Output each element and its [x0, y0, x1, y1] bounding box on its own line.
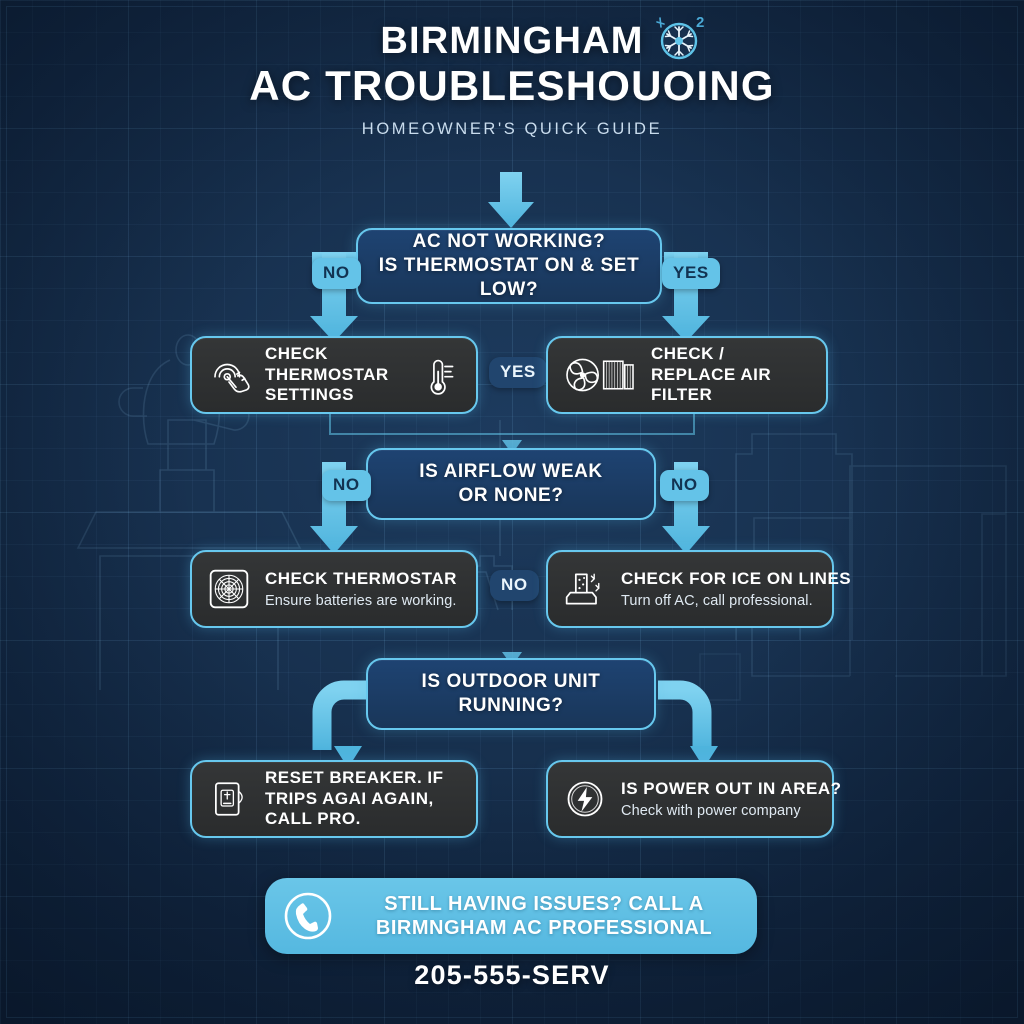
- cta-call-professional[interactable]: STILL HAVING ISSUES? CALL A BIRMNGHAM AC…: [265, 878, 757, 954]
- cta-text: STILL HAVING ISSUES? CALL A BIRMNGHAM AC…: [349, 892, 739, 941]
- action-power-out-in-area[interactable]: IS POWER OUT IN AREA? Check with power c…: [546, 760, 841, 838]
- cta-line-2: BIRMNGHAM AC PROFESSIONAL: [375, 917, 713, 939]
- hand-tap-dial-icon: [206, 352, 252, 398]
- frozen-pipe-icon: [562, 566, 608, 612]
- thermometer-icon: [416, 352, 462, 398]
- branch-label-d2-no-right: NO: [660, 470, 709, 501]
- action-check-thermostat-batteries[interactable]: CHECK THERMOSTAR Ensure batteries are wo…: [190, 550, 478, 628]
- mid-label-yes: YES: [489, 357, 547, 388]
- action-check-thermostat-settings[interactable]: CHECK THERMOSTAR SETTINGS: [190, 336, 478, 414]
- vent-grille-icon: [206, 566, 252, 612]
- action-4-subtitle: Turn off AC, call professional.: [621, 592, 813, 609]
- mid-label-no: NO: [490, 570, 539, 601]
- action-check-replace-air-filter[interactable]: CHECK / REPLACE AIR FILTER: [546, 336, 828, 414]
- action-check-ice-on-lines[interactable]: CHECK FOR ICE ON LINES Turn off AC, call…: [546, 550, 851, 628]
- decision-outdoor-unit-running[interactable]: IS OUTDOOR UNIT RUNNING?: [366, 658, 656, 730]
- title-line-1-text: BIRMINGHAM: [380, 20, 644, 62]
- decision-1-line-1: AC NOT WORKING?: [412, 231, 606, 253]
- phone-circle-icon: [284, 892, 332, 940]
- breaker-panel-icon: [206, 776, 252, 822]
- snowflake-in-circle-icon: 2: [655, 14, 704, 60]
- branch-label-d1-yes: YES: [662, 258, 720, 289]
- decision-3-line-1: IS OUTDOOR UNIT: [421, 671, 601, 693]
- phone-number: 205-555-SERV: [414, 960, 610, 990]
- header: BIRMINGHAM: [0, 14, 1024, 139]
- header-subtitle: HOMEOWNER'S QUICK GUIDE: [361, 119, 663, 138]
- fan-and-filter-icon: [562, 352, 638, 398]
- action-6-title: IS POWER OUT IN AREA?: [621, 779, 842, 799]
- title-line-1: BIRMINGHAM: [380, 14, 703, 62]
- branch-label-d2-no-left: NO: [322, 470, 371, 501]
- decision-3-line-2: RUNNING?: [458, 695, 564, 716]
- action-4-title: CHECK FOR ICE ON LINES: [621, 569, 852, 589]
- lightning-bolt-circle-icon: [562, 776, 608, 822]
- decision-ac-not-working[interactable]: AC NOT WORKING? IS THERMOSTAT ON & SET L…: [356, 228, 662, 304]
- action-6-subtitle: Check with power company: [621, 802, 801, 819]
- cta-line-1: STILL HAVING ISSUES? CALL A: [384, 892, 704, 915]
- svg-text:2: 2: [696, 14, 704, 31]
- title-line-2: AC TROUBLESHOUOING: [249, 61, 775, 109]
- action-3-title: CHECK THERMOSTAR: [265, 569, 457, 589]
- action-3-subtitle: Ensure batteries are working.: [265, 592, 457, 609]
- action-1-title: CHECK THERMOSTAR SETTINGS: [265, 344, 389, 405]
- decision-airflow-weak[interactable]: IS AIRFLOW WEAK OR NONE?: [366, 448, 656, 520]
- branch-label-d1-no: NO: [312, 258, 361, 289]
- decision-2-line-1: IS AIRFLOW WEAK: [419, 461, 603, 483]
- decision-1-line-2: IS THERMOSTAT ON & SET LOW?: [378, 255, 640, 300]
- decision-2-line-2: OR NONE?: [458, 485, 564, 506]
- action-reset-breaker[interactable]: RESET BREAKER. IF TRIPS AGAI AGAIN, CALL…: [190, 760, 478, 838]
- action-2-title: CHECK / REPLACE AIR FILTER: [651, 344, 772, 405]
- action-5-title: RESET BREAKER. IF TRIPS AGAI AGAIN, CALL…: [265, 768, 444, 829]
